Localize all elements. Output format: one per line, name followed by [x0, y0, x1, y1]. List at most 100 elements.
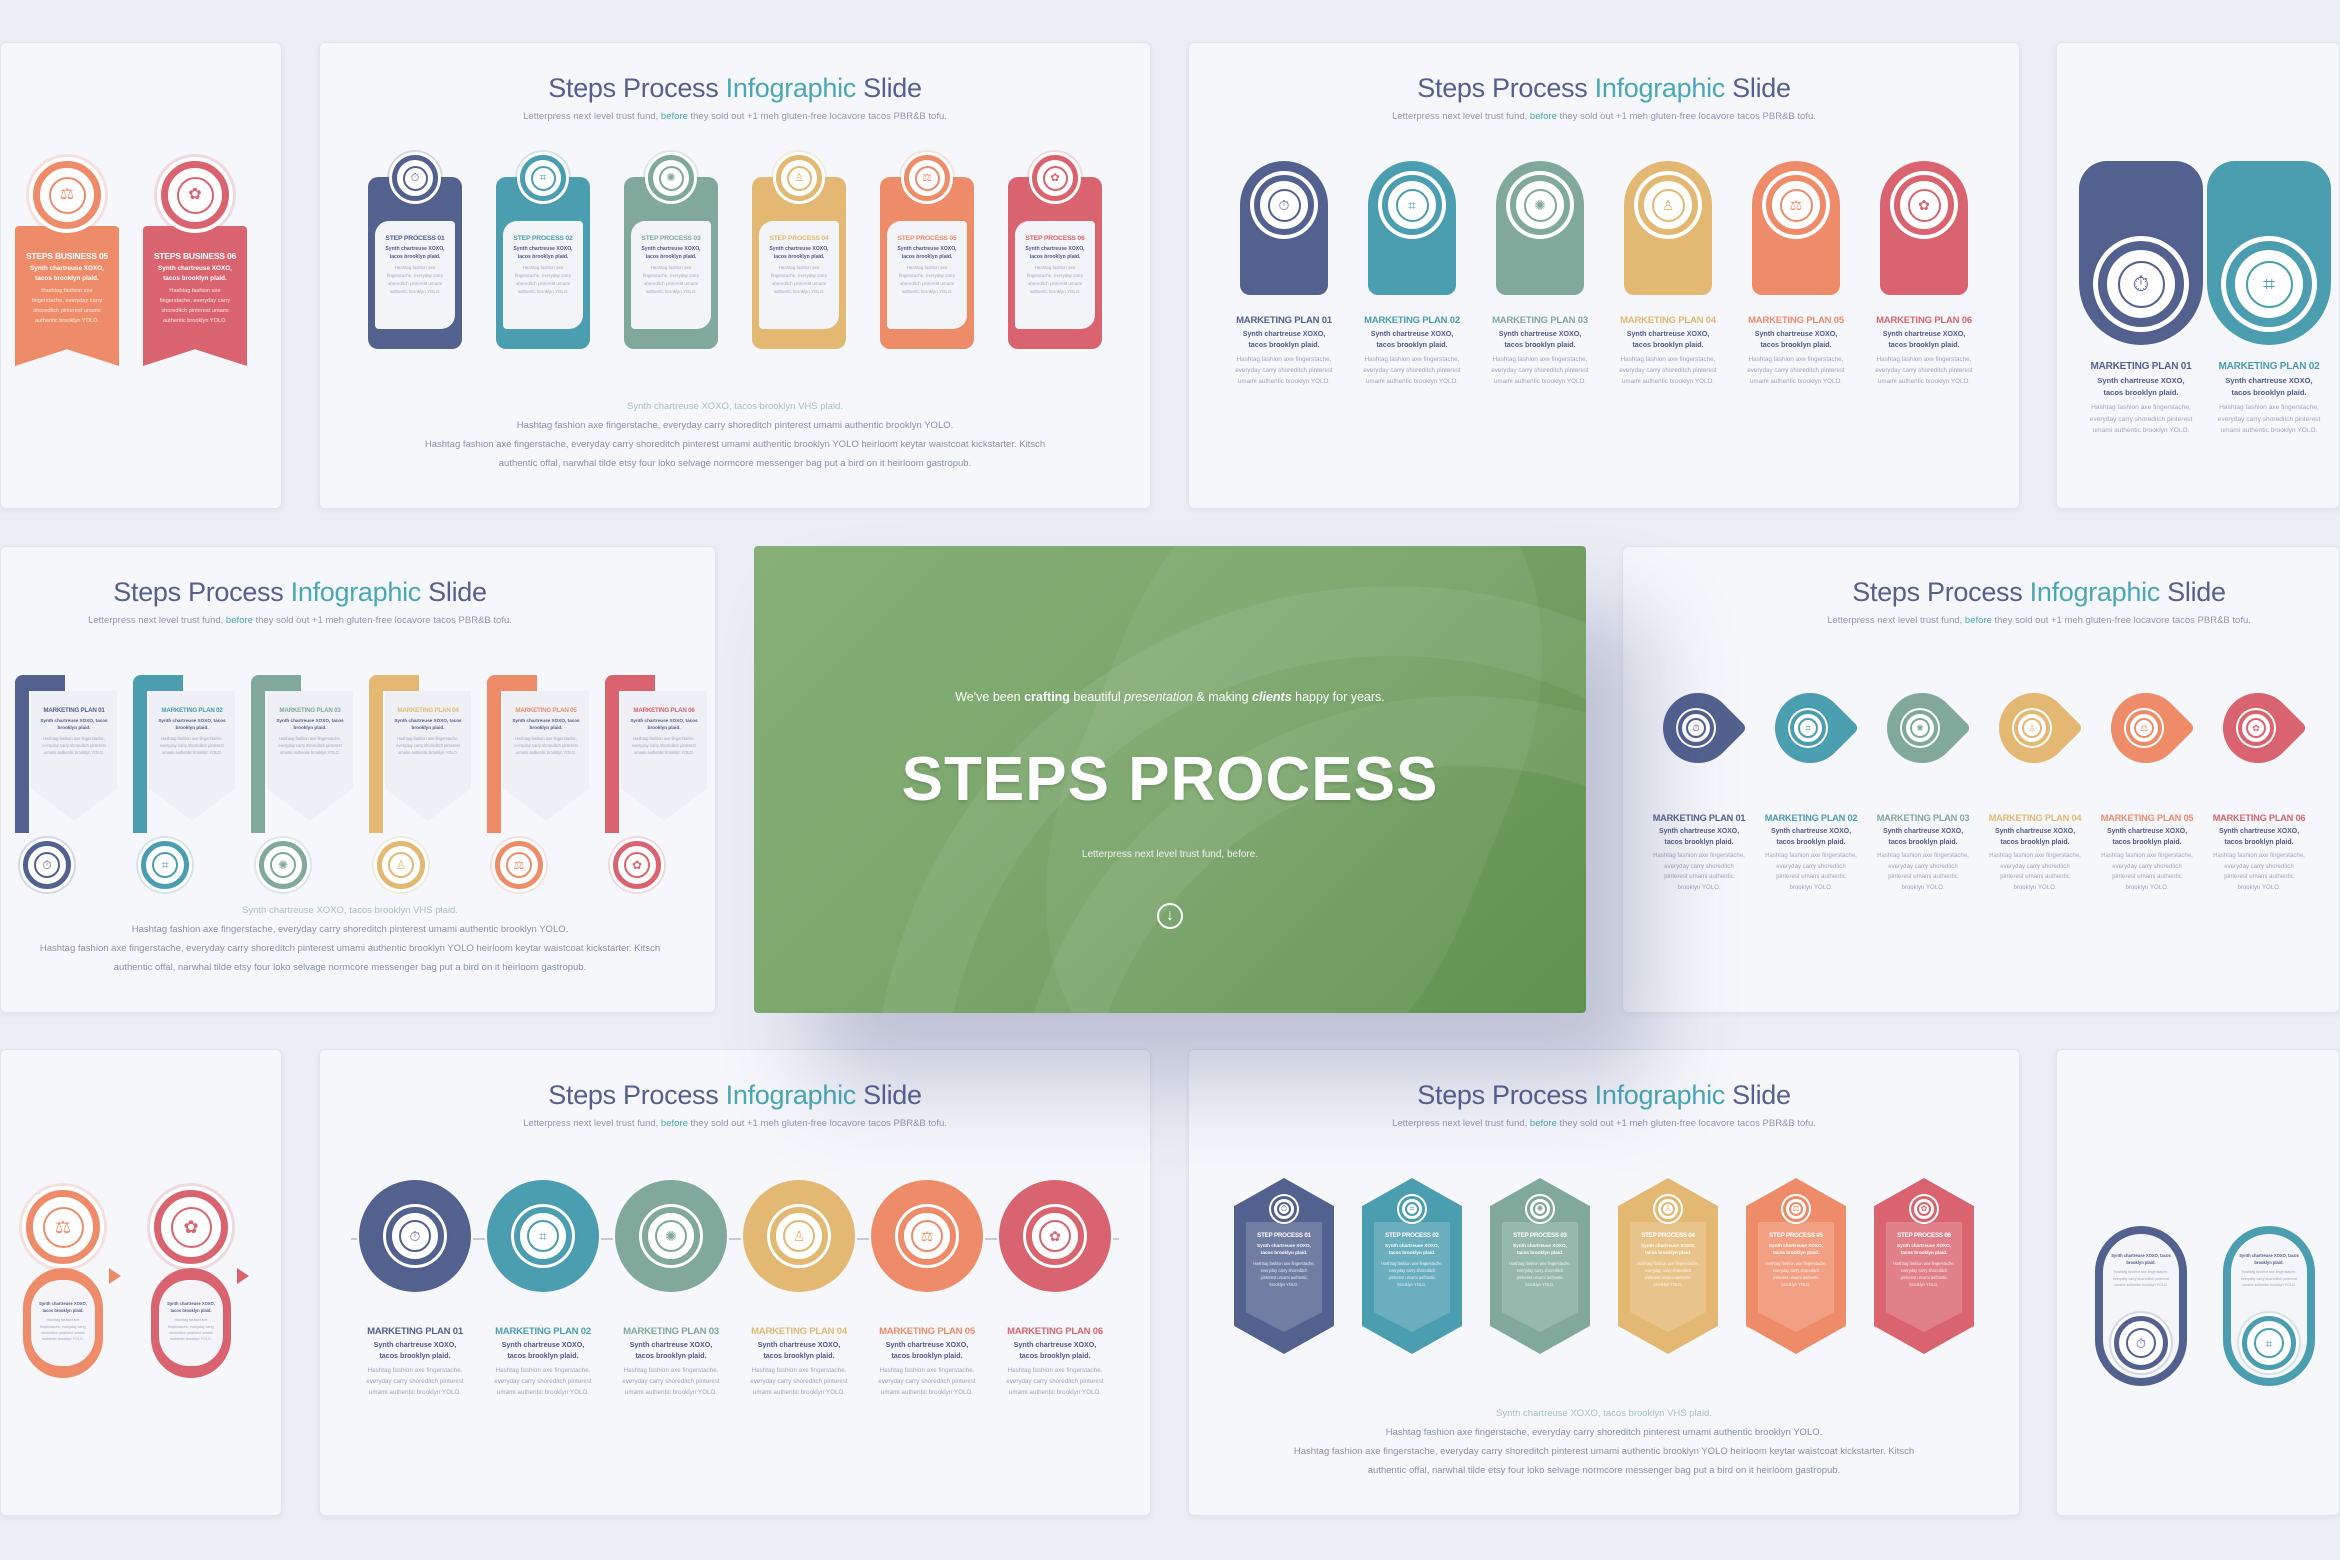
- subtitle-text: Letterpress next level trust fund,: [88, 615, 226, 626]
- step-icon-inner: ⏱: [34, 852, 60, 878]
- title-text: Slide: [855, 1080, 922, 1110]
- slide-title: Steps Process Infographic Slide: [1739, 577, 2339, 608]
- hero-subtitle: Letterpress next level trust fund, befor…: [1081, 849, 1259, 860]
- step-headline: Synth chartreuse XOXO, tacos brooklyn pl…: [2218, 828, 2300, 847]
- step-headline: Synth chartreuse XOXO, tacos brooklyn pl…: [1658, 828, 1740, 847]
- step-label: MARKETING PLAN 04: [751, 1326, 847, 1337]
- step-item[interactable]: ⌗Synth chartreuse XOXO, tacos brooklyn p…: [2205, 1158, 2333, 1408]
- step-description: Hashtag fashion axe fingerstache, everyd…: [168, 1318, 214, 1342]
- subtitle-highlight: before: [1964, 615, 1992, 626]
- scale-icon: ⚖: [1789, 197, 1803, 213]
- step-icon-inner: ⏱: [1277, 1202, 1291, 1216]
- brain-icon: ✺: [1534, 197, 1546, 213]
- step-description: Hashtag fashion axe fingerstache, everyd…: [278, 735, 342, 756]
- step-description: Hashtag fashion axe fingerstache, everyd…: [622, 1366, 720, 1396]
- step-icon-ring: ✺: [642, 1207, 700, 1265]
- slide-steps-eights[interactable]: ⚖Synth chartreuse XOXO, tacos brooklyn p…: [0, 1049, 282, 1516]
- footer-line: Synth chartreuse XOXO, tacos brooklyn VH…: [1496, 1408, 1712, 1419]
- step-description: Hashtag fashion axe fingerstache, everyd…: [160, 735, 224, 756]
- step-icon-ring: ⚖: [1766, 175, 1826, 235]
- tagline-text: happy for years.: [1291, 690, 1385, 704]
- step-bracket-top: [15, 675, 65, 691]
- step-icon-inner: ✿: [1917, 1202, 1931, 1216]
- slide-subtitle: Letterpress next level trust fund, befor…: [1189, 1118, 2019, 1129]
- step-label: MARKETING PLAN 01: [1236, 315, 1332, 326]
- steps-row: ⚖Synth chartreuse XOXO, tacos brooklyn p…: [1, 1158, 257, 1408]
- arrow-down-circle-icon[interactable]: ↓: [1157, 903, 1183, 929]
- slide-steps-pills[interactable]: ⏱Synth chartreuse XOXO, tacos brooklyn p…: [2056, 1049, 2340, 1516]
- step-item[interactable]: ⚖Synth chartreuse XOXO, tacos brooklyn p…: [1, 1158, 129, 1408]
- step-headline: Synth chartreuse XOXO, tacos brooklyn pl…: [158, 265, 232, 283]
- brain-icon: ✺: [666, 171, 676, 184]
- step-label: MARKETING PLAN 02: [161, 707, 223, 714]
- subtitle-text: they sold out +1 meh gluten-free locavor…: [1556, 1118, 1816, 1129]
- step-icon-ring: ⚖: [33, 161, 101, 229]
- slide-title: Steps Process Infographic Slide: [1189, 73, 2019, 104]
- scale-icon: ⚖: [54, 1217, 72, 1237]
- footer-line: Hashtag fashion axe fingerstache, everyd…: [1293, 1446, 1915, 1457]
- step-icon-inner: ✺: [270, 852, 296, 878]
- step-description: Hashtag fashion axe fingerstache, everyd…: [770, 265, 828, 294]
- slide-title: Steps Process Infographic Slide: [1189, 1080, 2019, 1111]
- step-item[interactable]: ⏱Synth chartreuse XOXO, tacos brooklyn p…: [2077, 1158, 2205, 1408]
- title-highlight: Infographic: [1594, 73, 1726, 103]
- subtitle-highlight: before: [660, 1118, 688, 1129]
- step-label: MARKETING PLAN 02: [1364, 315, 1460, 326]
- step-label: MARKETING PLAN 02: [495, 1326, 591, 1337]
- hero-slide[interactable]: We've been crafting beautiful presentati…: [754, 546, 1586, 1013]
- step-icon-inner: ✿: [170, 1206, 212, 1248]
- step-item[interactable]: ✿Synth chartreuse XOXO, tacos brooklyn p…: [129, 1158, 257, 1408]
- stopwatch-icon: ⏱: [410, 171, 420, 184]
